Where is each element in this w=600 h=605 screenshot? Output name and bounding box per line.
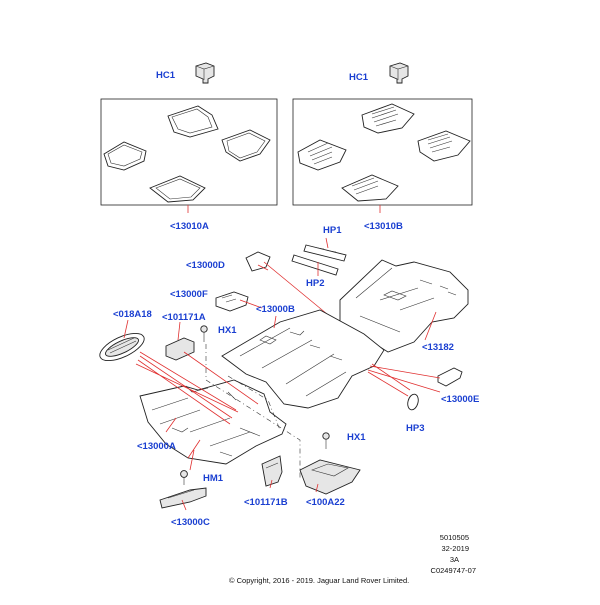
leader-13000f [239,299,263,309]
hp3-plug [407,393,419,411]
leader-101171b [269,479,273,489]
callout-hp1[interactable]: HP1 [323,225,342,236]
callout-101171b[interactable]: <101171B [244,497,288,508]
part-13000c [159,487,207,509]
ref-code-1: 5010505 [439,533,469,542]
hx1-clip-top [200,325,208,342]
ref-code-3: 3A [449,555,459,564]
callout-hx1-bottom[interactable]: HX1 [347,432,366,443]
floor-mats-a [103,105,271,203]
callout-018a18[interactable]: <018A18 [113,309,152,320]
hp2-strip [291,254,339,276]
leaders-018a18-fan [135,351,259,425]
callout-hc1-left[interactable]: HC1 [156,70,176,81]
hp1-strip [303,244,347,262]
ref-code-2: 32-2019 [441,544,469,553]
main-carpet-13000b [221,309,385,409]
leader-13182 [424,311,437,341]
leader-hp3 [367,363,411,397]
front-floor-carpet-13182 [339,259,469,353]
rear-carpet-13000a [139,379,287,465]
leader-018a18 [123,319,129,339]
centre-line-b [227,375,281,431]
bracket-101171b [261,455,283,487]
bracket-100a22 [299,459,361,495]
hx1-clip-bottom [322,432,330,449]
leader-101171a [177,321,181,341]
floor-mat-set-box-b [292,98,473,206]
callout-13010b[interactable]: <13010B [364,221,403,232]
hm1-clip [180,470,188,485]
callout-13000a[interactable]: <13000A [137,441,176,452]
bracket-101171a [165,337,195,361]
callout-hx1-top[interactable]: HX1 [218,325,237,336]
floor-mat-set-box-a [100,98,278,206]
floor-mats-b [297,103,471,202]
copyright: © Copyright, 2016 - 2019. Jaguar Land Ro… [229,576,410,585]
leader-13000a [165,417,177,433]
leaders-hm1 [187,439,201,471]
callout-hc1-right[interactable]: HC1 [349,72,369,83]
vent-018a18 [99,332,145,362]
callout-100a22[interactable]: <100A22 [306,497,345,508]
hc1-clip-left [195,62,215,84]
callout-13000c[interactable]: <13000C [171,517,210,528]
leader-100a22 [315,483,319,493]
callout-13000f[interactable]: <13000F [170,289,208,300]
callout-hp2[interactable]: HP2 [306,278,325,289]
callout-13010a[interactable]: <13010A [170,221,209,232]
callout-13182[interactable]: <13182 [422,342,454,353]
leader-13000c [181,499,187,511]
leader-hp1 [325,237,329,249]
part-13000e [437,367,463,387]
ref-code-4: C0249747-07 [430,566,476,575]
part-13000f [215,291,249,312]
leader-13000b [273,315,277,329]
callout-13000d[interactable]: <13000D [186,260,225,271]
callout-101171a[interactable]: <101171A [162,312,206,323]
callout-hp3[interactable]: HP3 [406,423,425,434]
hc1-clip-right [389,62,409,84]
leader-13000e [367,365,441,393]
part-13000d [245,251,271,272]
callout-13000b[interactable]: <13000B [256,304,295,315]
callout-hm1[interactable]: HM1 [203,473,224,484]
callout-13000e[interactable]: <13000E [441,394,480,405]
